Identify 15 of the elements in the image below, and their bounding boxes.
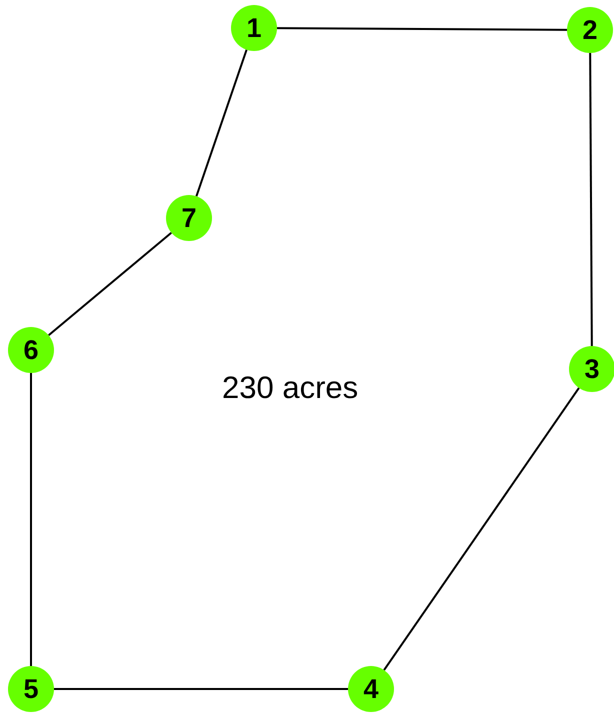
boundary-line	[48, 232, 172, 336]
corner-marker: 1	[231, 5, 277, 51]
boundary-line	[383, 387, 580, 671]
corner-marker: 4	[348, 666, 394, 712]
corner-marker: 7	[166, 195, 212, 241]
corner-marker: 6	[8, 327, 54, 373]
corner-marker: 2	[567, 7, 613, 53]
boundary-line	[589, 53, 593, 346]
corner-marker: 5	[8, 666, 54, 712]
boundary-line	[196, 49, 248, 197]
boundary-line	[277, 27, 567, 31]
area-label: 230 acres	[222, 370, 358, 406]
corner-marker: 3	[569, 346, 614, 392]
boundary-line	[30, 373, 32, 666]
boundary-line	[54, 688, 348, 690]
